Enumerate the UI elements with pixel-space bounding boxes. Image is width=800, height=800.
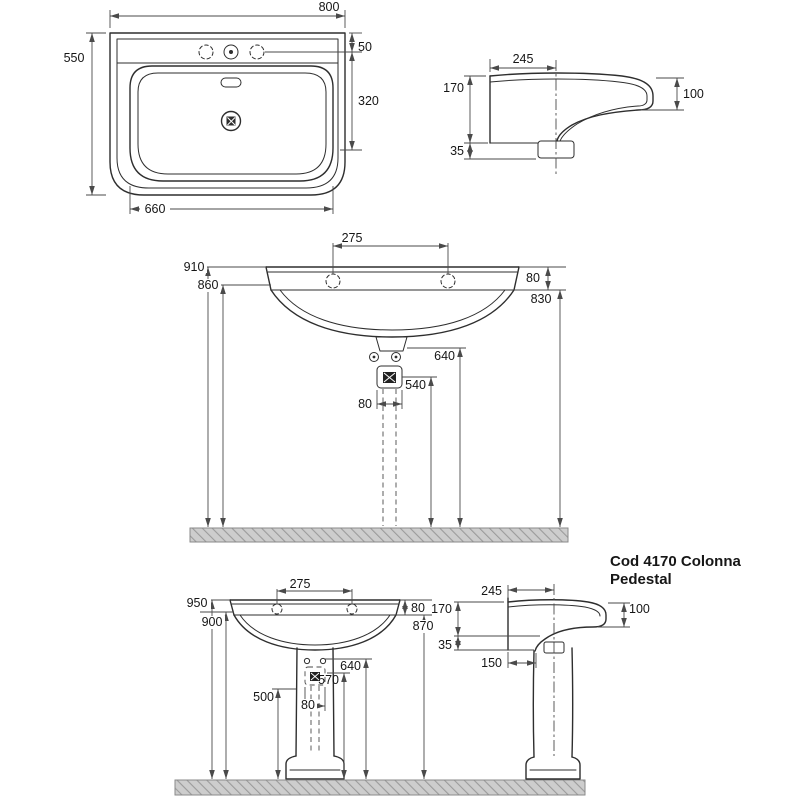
profile-inner [507,604,601,617]
waste-cross [310,672,320,681]
bowl-inner [239,614,391,646]
pedestal-base [285,755,345,780]
dim-label-depth: 245 [481,584,502,598]
profile-outer [489,72,654,142]
dim-label-outlet-drop: 35 [438,638,452,652]
fixing-bolt-right-dot [394,355,398,359]
waste-cross [383,372,396,383]
dim-label-underside-front: 860 [198,278,219,292]
product-code: Cod 4170 Colonna [610,553,742,570]
dim-label-overall-width: 800 [319,0,340,14]
label-mask [528,293,555,306]
side-view: 245 170 35 100 [443,52,704,174]
bowl-inner [279,289,506,331]
basin-inner-edge [116,38,339,189]
label-mask [181,260,207,273]
dim-label-overall-depth: 550 [64,51,85,65]
rim-right [395,599,401,616]
label-mask [184,597,211,610]
floor-section [189,527,569,543]
tap-hole-left [198,44,214,60]
dim-label-apron: 100 [629,602,650,616]
dim-label-underside-front: 900 [202,615,223,629]
dim-label-outlet-drop: 35 [450,144,464,158]
trap-hidden [304,666,326,686]
plan-view: 800 550 50 320 660 [64,0,379,216]
rim-left [229,599,235,616]
tap-hole-right [440,273,456,289]
dim-label-front-height: 170 [431,602,452,616]
profile-inner [489,78,648,142]
dim-label-trap-height: 540 [405,378,426,392]
dim-label-trap-width: 80 [301,698,315,712]
drain-fitting [375,336,408,352]
fixing-bolt-right [391,352,401,362]
fixing-bolt-left [303,657,311,665]
dim-label-front-height: 170 [443,81,464,95]
floor-section [174,779,586,796]
label-mask [140,202,170,215]
dim-label-rim-height: 910 [184,260,205,274]
bowl-outer [233,614,397,651]
rim-right [513,266,520,291]
tap-hole-centre-dot [229,50,233,54]
bowl-rim [129,65,334,182]
dim-label-tap-centres: 275 [290,577,311,591]
rim-left [265,266,272,291]
dim-label-drain-offset: 320 [358,94,379,108]
dim-label-rim-height: 950 [187,596,208,610]
tap-hole-centre [223,44,239,60]
label-mask [409,620,437,633]
tap-hole-left [271,603,283,615]
overflow-slot [220,77,242,88]
pedestal-column [295,647,335,757]
dim-label-underside-back: 830 [531,292,552,306]
tap-hole-right [249,44,265,60]
bowl-inner [137,72,327,175]
dim-label-pedestal-height: 500 [253,690,274,704]
waste-hole [220,110,242,132]
dim-label-trap-height: 570 [318,673,339,687]
dim-label-rim-thickness: 80 [411,601,425,615]
fixing-bolt-left [369,352,379,362]
label-mask [195,279,221,292]
dim-label-tap-deck: 50 [358,40,372,54]
pedestal-column [532,647,574,758]
dim-label-tap-centres: 275 [342,231,363,245]
pedestal-front-view: 275 950 900 80 870 640 570 500 80 [174,577,586,796]
dim-label-trap-width: 80 [358,397,372,411]
basin-outer-edge [109,32,346,196]
fixing-bolt-right [319,657,327,665]
tap-hole-right [346,603,358,615]
fixing-bolt-left-dot [372,355,376,359]
dim-label-apron: 100 [683,87,704,101]
pedestal-side-view: 245 170 35 100 150 [431,584,650,780]
label-mask [299,699,317,711]
dim-label-bowl-width: 660 [145,202,166,216]
dim-label-setback: 150 [481,656,502,670]
wall-hung-front-view: 275 910 860 80 830 640 540 80 [181,231,569,543]
label-mask [199,616,225,629]
dim-label-overflow-height: 640 [434,349,455,363]
tap-hole-left [325,273,341,289]
dim-label-depth: 245 [513,52,534,66]
profile-outer [507,599,607,652]
pedestal-base [525,756,581,780]
dim-label-rim-thickness: 80 [526,271,540,285]
product-name: Pedestal [610,571,672,588]
dim-label-overflow-height: 640 [340,659,361,673]
dim-label-underside-back: 870 [413,619,434,633]
waste-cross [227,117,236,126]
